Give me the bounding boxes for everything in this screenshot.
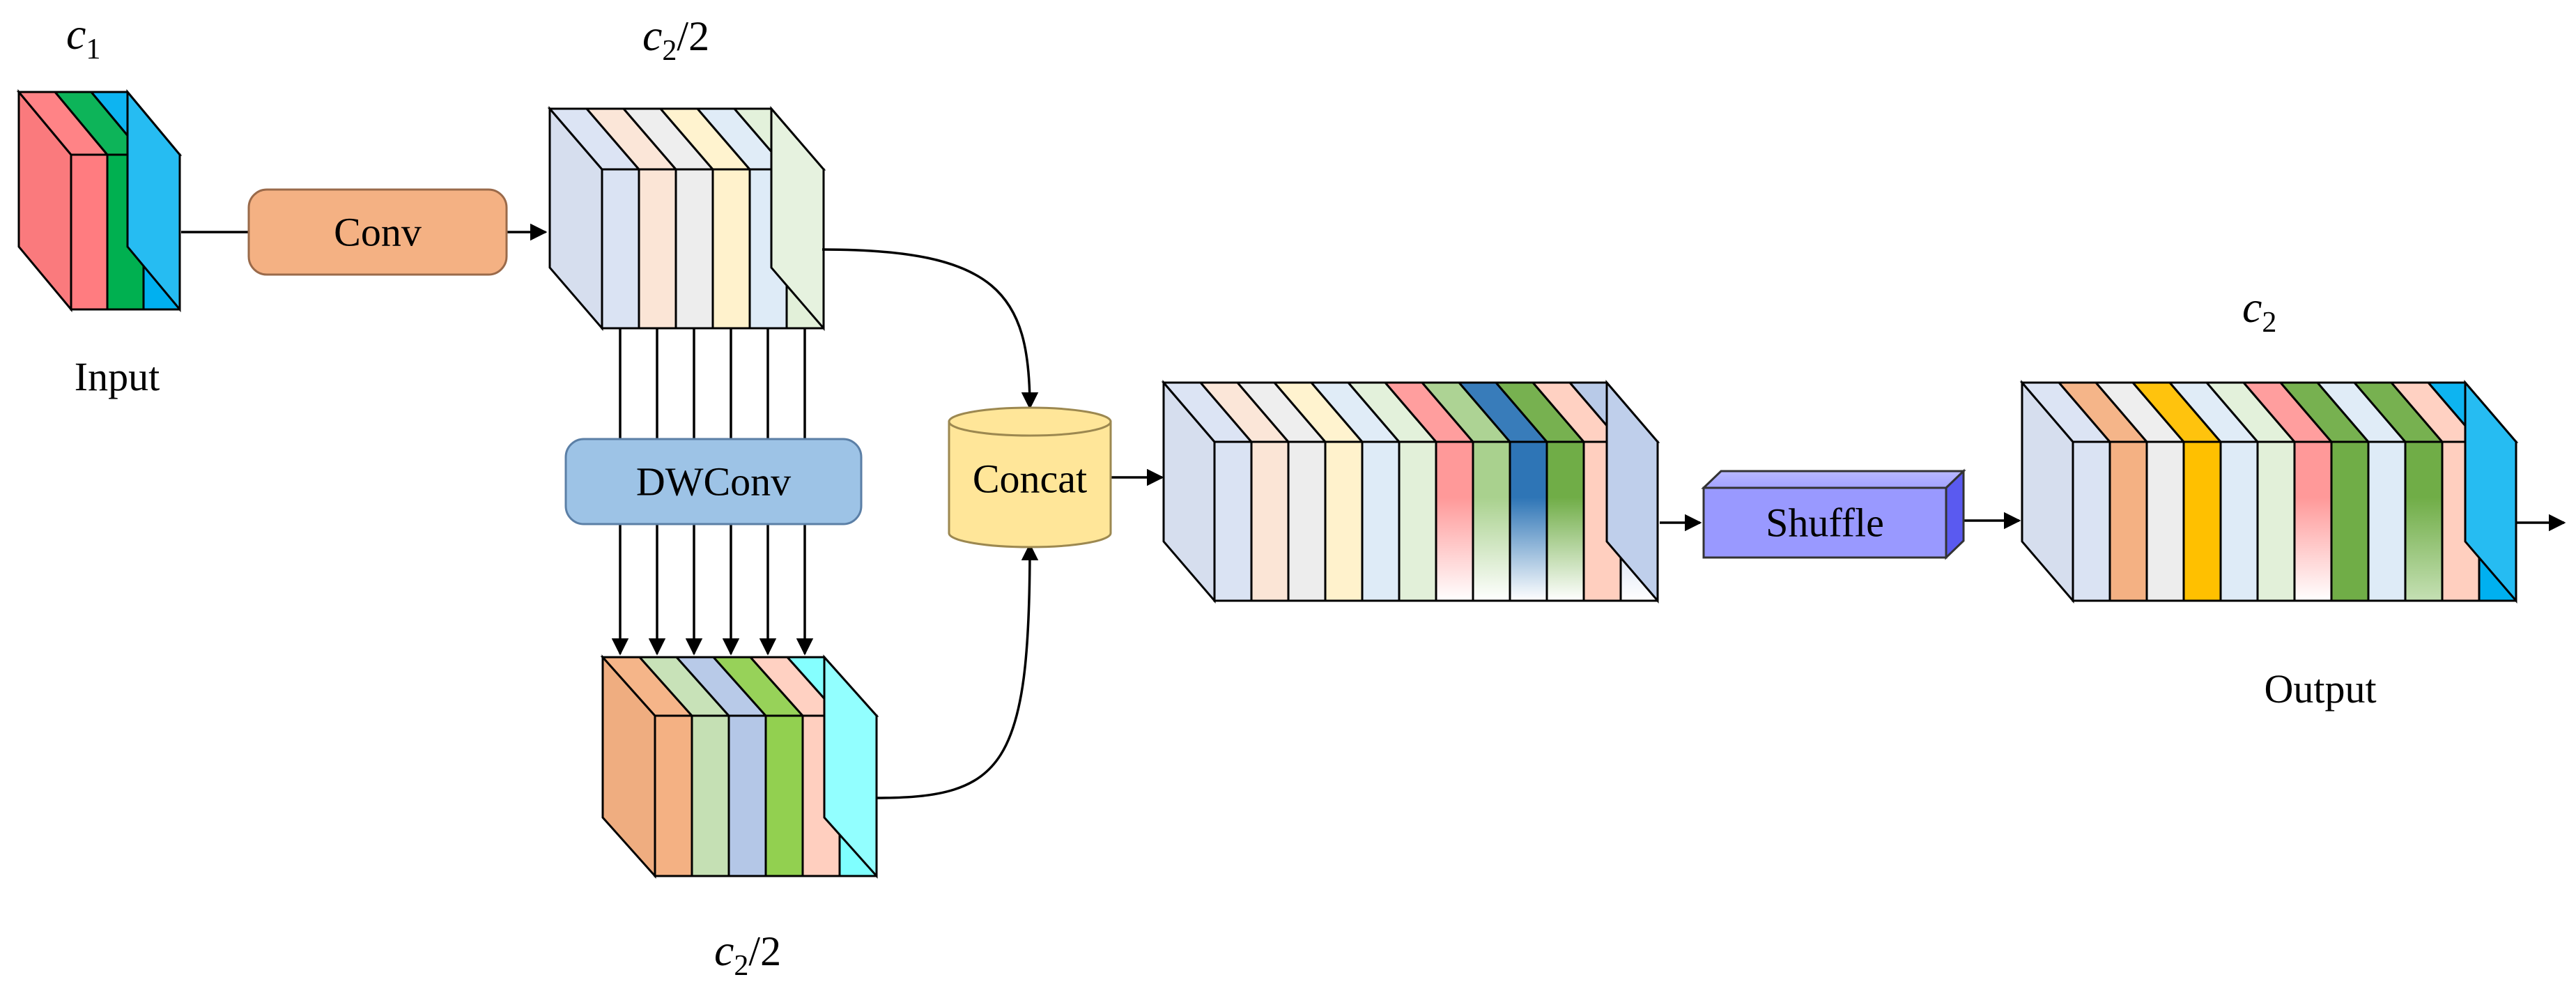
dw-out-end-face — [823, 654, 878, 879]
output-end-face — [2464, 379, 2517, 604]
shuffle-box-side — [1945, 468, 1965, 560]
shuffle-label: Shuffle — [1766, 500, 1884, 546]
concat-out-slice — [1324, 440, 1364, 602]
input-end-face — [126, 89, 181, 313]
dwconv-output-tensor — [600, 654, 879, 879]
concat-out-slice — [1398, 440, 1437, 602]
input-label: Input — [75, 354, 160, 399]
c2-label: c2 — [2242, 282, 2276, 339]
dwconv-box — [564, 438, 863, 525]
concat-out-slice — [1213, 440, 1253, 602]
conv-node: Conv — [247, 188, 508, 276]
edges — [181, 223, 2566, 799]
concat-cylinder — [948, 420, 1112, 548]
dwconv-input-lines — [619, 328, 806, 439]
concat-node: Concat — [948, 406, 1112, 548]
concat-out-slice — [1287, 440, 1327, 602]
dw-out-slice — [691, 714, 730, 877]
conv-label: Conv — [334, 210, 422, 255]
dwconv-label: DWConv — [636, 459, 791, 505]
output-slice — [2145, 440, 2185, 602]
input-slice — [70, 153, 109, 311]
output-tensor — [2019, 379, 2519, 604]
output-slice — [2256, 440, 2296, 602]
conv-out-slice — [601, 168, 640, 330]
output-slice — [2108, 440, 2148, 602]
dwconv-output-arrows — [611, 524, 814, 656]
output-label: Output — [2264, 666, 2376, 712]
concat-cylinder-top — [948, 406, 1112, 437]
conv-out-end-face — [770, 105, 825, 332]
output-slice — [2330, 440, 2370, 602]
concat-out-slice — [1250, 440, 1290, 602]
concat-out-slice — [1509, 440, 1548, 602]
conv-box — [247, 188, 508, 276]
output-slice — [2367, 440, 2407, 602]
output-slice — [2182, 440, 2222, 602]
c1-label: c1 — [66, 9, 100, 66]
shuffle-node: Shuffle — [1701, 468, 1966, 560]
conv-out-slice — [674, 168, 714, 330]
conv-out-slice — [638, 168, 677, 330]
output-slice — [2404, 440, 2444, 602]
shuffle-box — [1702, 486, 1948, 559]
input-tensor — [16, 89, 183, 313]
concat-out-slice — [1472, 440, 1511, 602]
edge-conv-tensor-to-concat — [822, 248, 1039, 410]
output-slice — [2293, 440, 2333, 602]
concat-out-end-face — [1605, 379, 1659, 604]
dw-out-slice — [764, 714, 804, 877]
output-slice — [2072, 440, 2111, 602]
c2-half-top-label: c2/2 — [642, 10, 709, 67]
shuffle-box-top — [1701, 470, 1966, 489]
dw-out-slice — [654, 714, 693, 877]
concat-label: Concat — [973, 456, 1087, 502]
concat-out-slice — [1545, 440, 1585, 602]
dwconv-node: DWConv — [564, 438, 863, 525]
edge-dwconv-tensor-to-concat — [876, 543, 1039, 799]
concat-out-slice — [1361, 440, 1401, 602]
output-slice — [2219, 440, 2259, 602]
c2-half-bottom-label: c2/2 — [714, 925, 781, 982]
dw-out-slice — [727, 714, 767, 877]
conv-output-tensor — [547, 105, 826, 332]
concat-output-tensor — [1161, 379, 1660, 604]
conv-out-slice — [711, 168, 751, 330]
concat-out-slice — [1435, 440, 1474, 602]
